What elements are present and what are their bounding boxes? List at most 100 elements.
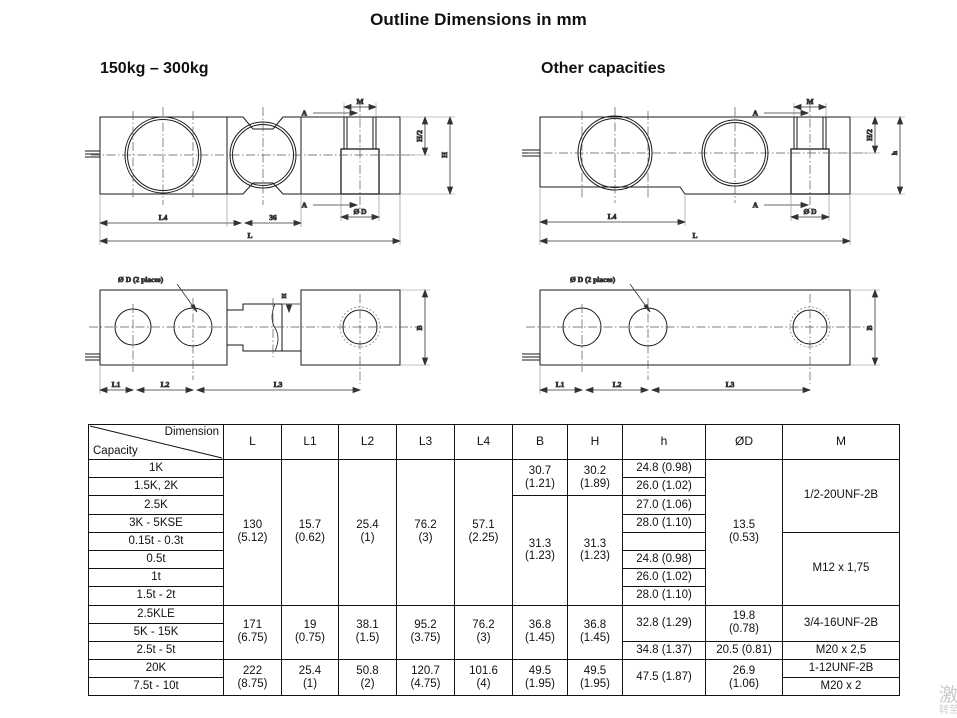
- table-cell-capacity: 2.5t - 5t: [88, 640, 224, 661]
- value-inch: (3.75): [410, 632, 441, 645]
- table-cell-M: M12 x 1,75: [782, 531, 900, 606]
- value-mm: 36.8: [583, 619, 607, 632]
- table-col-header-L1: L1: [281, 424, 339, 460]
- table-cell-L3: 95.2(3.75): [396, 604, 455, 661]
- table-cell-h: 26.0 (1.02): [622, 568, 706, 588]
- section-marker-a-top: A: [302, 109, 308, 118]
- value-inch: (1.45): [579, 632, 611, 645]
- value-mm: 36.8: [528, 619, 552, 632]
- table-cell-L4: 57.1(2.25): [454, 459, 513, 606]
- dim-label-L1: L1: [112, 380, 121, 389]
- value-mm: 25.4: [298, 664, 322, 677]
- page-title: Outline Dimensions in mm: [370, 10, 587, 29]
- table-cell-M: 1/2-20UNF-2B: [782, 459, 900, 533]
- table-col-header-L4: L4: [454, 424, 513, 460]
- table-cell-capacity: 0.5t: [88, 549, 224, 570]
- watermark-line1: 激: [939, 683, 957, 706]
- dim-label-36: 36: [269, 213, 277, 222]
- value-inch: (1.45): [524, 632, 556, 645]
- table-cell-L1: 15.7(0.62): [281, 459, 339, 606]
- dim-label-L4-right: L4: [608, 212, 617, 221]
- dim-label-L: L: [247, 231, 252, 240]
- table-cell-ODD: 26.9(1.06): [705, 659, 783, 697]
- table-cell-capacity: 1.5K, 2K: [88, 477, 224, 497]
- dim-label-L1-right: L1: [556, 380, 565, 389]
- table-col-header-L: L: [223, 424, 282, 460]
- table-col-header-H: H: [567, 424, 623, 460]
- table-cell-h: 24.8 (0.98): [622, 458, 706, 479]
- table-cell-L: 171(6.75): [223, 604, 282, 661]
- table-cell-ODD: 20.5 (0.81): [705, 640, 783, 661]
- table-col-header-L3: L3: [396, 424, 455, 460]
- dim-label-L2: L2: [161, 380, 170, 389]
- table-col-header-L2: L2: [338, 424, 397, 460]
- value-inch: (4.75): [410, 677, 441, 690]
- watermark-line2: 转至: [939, 704, 957, 716]
- value-inch: (8.75): [237, 677, 268, 690]
- value-mm: 15.7: [298, 519, 322, 532]
- value-inch: (1.89): [579, 477, 611, 490]
- table-cell-M: M20 x 2: [782, 677, 900, 697]
- table-cell-ODD: 19.8(0.78): [705, 604, 783, 642]
- value-mm: 19: [303, 619, 317, 632]
- dim-label-H: H: [440, 152, 449, 158]
- dim-label-h-right: h: [890, 150, 899, 155]
- value-mm: 13.5: [732, 519, 756, 532]
- value-inch: (3): [476, 632, 491, 645]
- value-inch: (1.95): [579, 677, 611, 690]
- table-cell-h: 27.0 (1.06): [622, 495, 706, 515]
- dim-label-M-right: M: [806, 97, 813, 106]
- table-cell-H: 36.8(1.45): [567, 604, 623, 661]
- section-marker-a-top-right: A: [753, 109, 759, 118]
- value-mm: 49.5: [528, 664, 552, 677]
- dim-label-L-right: L: [692, 231, 697, 240]
- table-cell-h: 24.8 (0.98): [622, 549, 706, 570]
- table-cell-H: 31.3(1.23): [567, 495, 623, 606]
- value-inch: (4): [476, 677, 491, 690]
- dim-label-L2-right: L2: [613, 380, 622, 389]
- corner-capacity-label: Capacity: [93, 445, 138, 458]
- value-mm: 50.8: [356, 664, 379, 677]
- value-mm: 25.4: [356, 519, 379, 532]
- dim-label-L4: L4: [159, 213, 168, 222]
- table-col-header-h: h: [622, 424, 706, 460]
- table-cell-M: 1-12UNF-2B: [782, 659, 900, 679]
- value-mm: 222: [242, 664, 263, 677]
- table-cell-capacity: 1K: [88, 458, 224, 479]
- table-cell-h: 32.8 (1.29): [622, 604, 706, 642]
- dim-label-M: M: [356, 97, 363, 106]
- value-mm: 30.2: [583, 464, 607, 477]
- value-inch: (1.23): [524, 550, 556, 563]
- drawing-right-side-view: L4 L M Ø D A: [520, 95, 920, 265]
- note-hole-count-left: Ø D (2 places): [118, 275, 164, 284]
- value-inch: (5.12): [237, 532, 268, 545]
- table-cell-L4: 76.2(3): [454, 604, 513, 661]
- value-inch: (0.78): [728, 623, 760, 636]
- drawing-right-plan-view: Ø D (2 places) L1 L2 L3 B: [520, 262, 920, 407]
- value-inch: (1): [302, 677, 318, 690]
- table-col-header-M: M: [782, 424, 900, 460]
- table-cell-H: 30.2(1.89): [567, 458, 623, 497]
- table-cell-L1: 19(0.75): [281, 604, 339, 661]
- value-mm: 101.6: [469, 664, 498, 677]
- value-mm: 76.2: [414, 519, 437, 532]
- value-mm: 76.2: [472, 619, 495, 632]
- dim-label-L3-right: L3: [726, 380, 735, 389]
- table-cell-L1: 25.4(1): [281, 659, 339, 697]
- table-cell-L3: 76.2(3): [396, 459, 455, 606]
- section-title-left: 150kg – 300kg: [100, 60, 209, 77]
- table-col-header-ODD: ØD: [705, 424, 783, 460]
- table-cell-capacity: 20K: [88, 659, 224, 679]
- value-inch: (2.25): [468, 532, 499, 545]
- table-cell-L: 130(5.12): [223, 459, 282, 606]
- value-mm: 31.3: [528, 537, 552, 550]
- section-marker-a-bottom: A: [302, 201, 308, 210]
- table-cell-H: 49.5(1.95): [567, 659, 623, 697]
